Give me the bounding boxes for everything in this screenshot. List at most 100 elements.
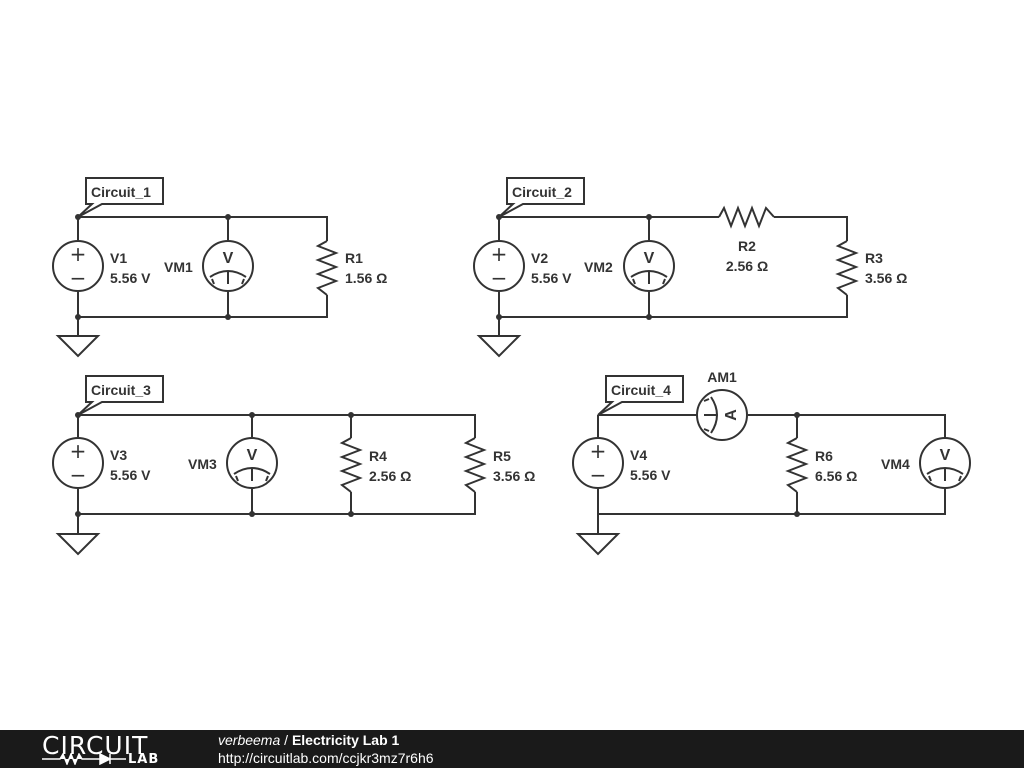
- resistor-diode-icon: [42, 753, 126, 765]
- resistor-name: R5: [493, 448, 511, 464]
- resistor-value: 1.56 Ω: [345, 270, 387, 286]
- circuit-tag[interactable]: Circuit_3: [77, 375, 164, 416]
- meter-name: AM1: [707, 369, 737, 385]
- minus-sign: −: [491, 266, 508, 290]
- ammeter-icon: [696, 389, 748, 441]
- circuit-3-wires: [77, 414, 476, 534]
- source-name: V2: [531, 250, 548, 266]
- ground-icon: [55, 335, 101, 358]
- project-meta: verbeema / Electricity Lab 1 http://circ…: [218, 731, 434, 767]
- resistor-r6[interactable]: [785, 437, 809, 493]
- tag-label: Circuit_3: [91, 382, 151, 398]
- junction-dot: [794, 511, 800, 517]
- resistor-name: R2: [738, 238, 756, 254]
- tag-label: Circuit_4: [611, 382, 671, 398]
- source-name: V4: [630, 447, 647, 463]
- meter-scale: [926, 467, 964, 482]
- schematic-canvas: Circuit_1 + − V1 5.56 V V VM1 R1 1.56 Ω: [52, 177, 971, 556]
- source-value: 5.56 V: [110, 270, 151, 286]
- voltmeter-vm2[interactable]: V: [623, 240, 675, 292]
- circuit-1: Circuit_1 + − V1 5.56 V V VM1 R1 1.56 Ω: [52, 177, 387, 358]
- resistor-value: 6.56 Ω: [815, 468, 857, 484]
- minus-sign: −: [70, 266, 87, 290]
- voltage-source-v2[interactable]: + −: [473, 240, 525, 292]
- meter-letter: V: [223, 250, 234, 267]
- voltmeter-icon: [919, 437, 971, 489]
- voltmeter-icon: [623, 240, 675, 292]
- resistor-r2[interactable]: [718, 205, 775, 229]
- minus-sign: −: [590, 463, 607, 487]
- circuit-1-wires: [77, 216, 328, 336]
- tag-flag: [498, 177, 585, 218]
- meter-scale: [209, 270, 247, 285]
- source-name: V1: [110, 250, 127, 266]
- meter-letter: A: [723, 409, 740, 421]
- meter-scale: [630, 270, 668, 285]
- meter-scale: [233, 467, 271, 482]
- resistor-name: R6: [815, 448, 833, 464]
- source-value: 5.56 V: [531, 270, 572, 286]
- junction-dot: [646, 214, 652, 220]
- voltage-source-v4[interactable]: + −: [572, 437, 624, 489]
- junction-dot: [225, 214, 231, 220]
- meter-name: VM3: [188, 456, 217, 472]
- junction-dot: [249, 511, 255, 517]
- circuitlab-logo[interactable]: CIRCUIT LAB: [42, 731, 177, 767]
- circuit-3: Circuit_3 + − V3 5.56 V V VM3 R4 2.56 Ω …: [52, 375, 535, 556]
- tag-label: Circuit_1: [91, 184, 151, 200]
- resistor-name: R3: [865, 250, 883, 266]
- author-link[interactable]: verbeema: [218, 732, 281, 748]
- circuit-tag[interactable]: Circuit_2: [498, 177, 585, 218]
- separator: /: [280, 732, 292, 748]
- resistor-value: 2.56 Ω: [369, 468, 411, 484]
- source-value: 5.56 V: [630, 467, 671, 483]
- circuit-4: Circuit_4 + − V4 5.56 V A AM1 R6 6.56 Ω …: [572, 369, 971, 556]
- logo-wordmark-bottom: LAB: [128, 752, 160, 767]
- meter-letter: V: [644, 250, 655, 267]
- resistor-r3[interactable]: [835, 240, 859, 296]
- project-line: verbeema / Electricity Lab 1: [218, 731, 434, 749]
- voltage-source-icon: [52, 437, 104, 489]
- voltmeter-icon: [226, 437, 278, 489]
- junction-dot: [75, 314, 81, 320]
- resistor-value: 3.56 Ω: [493, 468, 535, 484]
- voltage-source-icon: [52, 240, 104, 292]
- plus-sign: +: [590, 439, 607, 463]
- meter-letter: V: [940, 447, 951, 464]
- junction-dot: [348, 511, 354, 517]
- voltmeter-vm3[interactable]: V: [226, 437, 278, 489]
- ground-icon: [55, 533, 101, 556]
- voltmeter-vm1[interactable]: V: [202, 240, 254, 292]
- resistor-name: R1: [345, 250, 363, 266]
- resistor-r5[interactable]: [463, 437, 487, 493]
- voltage-source-v1[interactable]: + −: [52, 240, 104, 292]
- junction-dot: [646, 314, 652, 320]
- resistor-value: 3.56 Ω: [865, 270, 907, 286]
- junction-dot: [348, 412, 354, 418]
- voltage-source-v3[interactable]: + −: [52, 437, 104, 489]
- project-url[interactable]: http://circuitlab.com/ccjkr3mz7r6h6: [218, 750, 434, 766]
- plus-sign: +: [491, 242, 508, 266]
- source-value: 5.56 V: [110, 467, 151, 483]
- resistor-r1[interactable]: [315, 240, 339, 296]
- tag-flag: [597, 375, 684, 416]
- ground-icon: [575, 533, 621, 556]
- source-name: V3: [110, 447, 127, 463]
- tag-flag: [77, 375, 164, 416]
- resistor-value: 2.56 Ω: [726, 258, 768, 274]
- voltage-source-icon: [473, 240, 525, 292]
- junction-dot: [225, 314, 231, 320]
- resistor-r4[interactable]: [339, 437, 363, 493]
- junction-dot: [75, 511, 81, 517]
- tag-flag: [77, 177, 164, 218]
- circuit-tag[interactable]: Circuit_1: [77, 177, 164, 218]
- voltage-source-icon: [572, 437, 624, 489]
- junction-dot: [249, 412, 255, 418]
- circuit-tag[interactable]: Circuit_4: [597, 375, 684, 416]
- ammeter-am1[interactable]: A: [696, 389, 748, 441]
- project-title[interactable]: Electricity Lab 1: [291, 732, 400, 748]
- circuit-4-wires: [597, 414, 946, 534]
- voltmeter-vm4[interactable]: V: [919, 437, 971, 489]
- ground-icon: [476, 335, 522, 358]
- minus-sign: −: [70, 463, 87, 487]
